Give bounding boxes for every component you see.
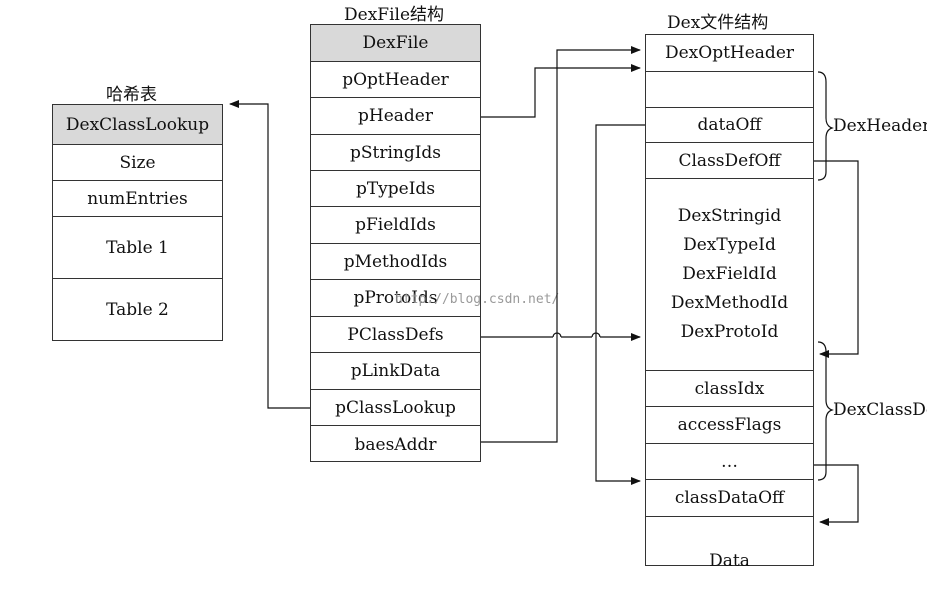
dexfile-field-popt-header: pOptHeader bbox=[311, 62, 480, 98]
dexfile-field-pfield-ids: pFieldIds bbox=[311, 207, 480, 244]
dex-classdef-label: DexClassDef bbox=[833, 400, 927, 420]
dex-data-cell: Data bbox=[709, 551, 750, 571]
connectors-layer bbox=[229, 46, 859, 526]
dexfile-field-ptype-ids: pTypeIds bbox=[311, 171, 480, 207]
arrow-pclasslookup-to-hashtable bbox=[229, 100, 310, 409]
dex-string-id: DexStringid bbox=[677, 206, 782, 226]
dex-field-id: DexFieldId bbox=[682, 264, 777, 284]
dexfile-field-pproto-ids: pProtoIds bbox=[311, 280, 480, 317]
dexfile-struct: DexFile pOptHeader pHeader pStringIds pT… bbox=[310, 24, 481, 462]
dexfile-field-pmethod-ids: pMethodIds bbox=[311, 244, 480, 280]
dexfile-field-pheader: pHeader bbox=[311, 98, 480, 135]
dex-proto-id: DexProtoId bbox=[680, 322, 779, 342]
dex-opt-header-cell: DexOptHeader bbox=[646, 35, 813, 72]
dex-method-id: DexMethodId bbox=[670, 293, 789, 313]
hash-table-header: DexClassLookup bbox=[53, 105, 222, 145]
hash-table: DexClassLookup Size numEntries Table 1 T… bbox=[52, 104, 223, 341]
dex-ids-block: DexStringid DexTypeId DexFieldId DexMeth… bbox=[646, 179, 813, 371]
dex-data-off-cell: dataOff bbox=[646, 108, 813, 143]
hash-table-title: 哈希表 bbox=[106, 85, 157, 105]
dex-access-flags-cell: accessFlags bbox=[646, 407, 813, 444]
dexfile-field-pstring-ids: pStringIds bbox=[311, 135, 480, 171]
dexfile-field-pclass-lookup: pClassLookup bbox=[311, 390, 480, 426]
dex-class-def-off-cell: ClassDefOff bbox=[646, 143, 813, 179]
hash-table-table1: Table 1 bbox=[53, 217, 222, 279]
dexfile-header: DexFile bbox=[311, 25, 480, 62]
dex-type-id: DexTypeId bbox=[683, 235, 776, 255]
jump-hop-1 bbox=[552, 332, 562, 338]
dex-file-struct-title: Dex文件结构 bbox=[667, 13, 769, 33]
arrow-pheader-to-dexoptheader bbox=[481, 64, 641, 118]
brace-dex-classdef bbox=[817, 341, 834, 481]
brace-dex-header bbox=[817, 71, 834, 181]
dex-file-struct: DexOptHeader dataOff ClassDefOff DexStri… bbox=[645, 34, 814, 571]
dexfile-field-plink-data: pLinkData bbox=[311, 353, 480, 390]
dex-header-label: DexHeader bbox=[833, 116, 927, 136]
dex-class-data-off-cell: classDataOff bbox=[646, 480, 813, 517]
arrow-baesaddr-to-top bbox=[481, 46, 641, 443]
dex-class-idx-cell: classIdx bbox=[646, 371, 813, 407]
dex-ellipsis-cell: … bbox=[646, 444, 813, 480]
hash-table-size: Size bbox=[53, 145, 222, 181]
dexfile-field-pclass-defs: PClassDefs bbox=[311, 317, 480, 353]
dexfile-struct-title: DexFile结构 bbox=[344, 5, 445, 25]
hash-table-table2: Table 2 bbox=[106, 299, 169, 320]
arrow-dataoff-to-classdataoff bbox=[595, 124, 645, 485]
arrow-classdataoff-to-data bbox=[814, 464, 859, 526]
dexfile-field-baes-addr: baesAddr bbox=[354, 434, 437, 455]
arrow-classdefoff-to-classidx bbox=[814, 160, 859, 358]
hash-table-num-entries: numEntries bbox=[53, 181, 222, 217]
dex-empty-cell bbox=[646, 72, 813, 108]
watermark: http://blog.csdn.net/ bbox=[395, 292, 560, 307]
